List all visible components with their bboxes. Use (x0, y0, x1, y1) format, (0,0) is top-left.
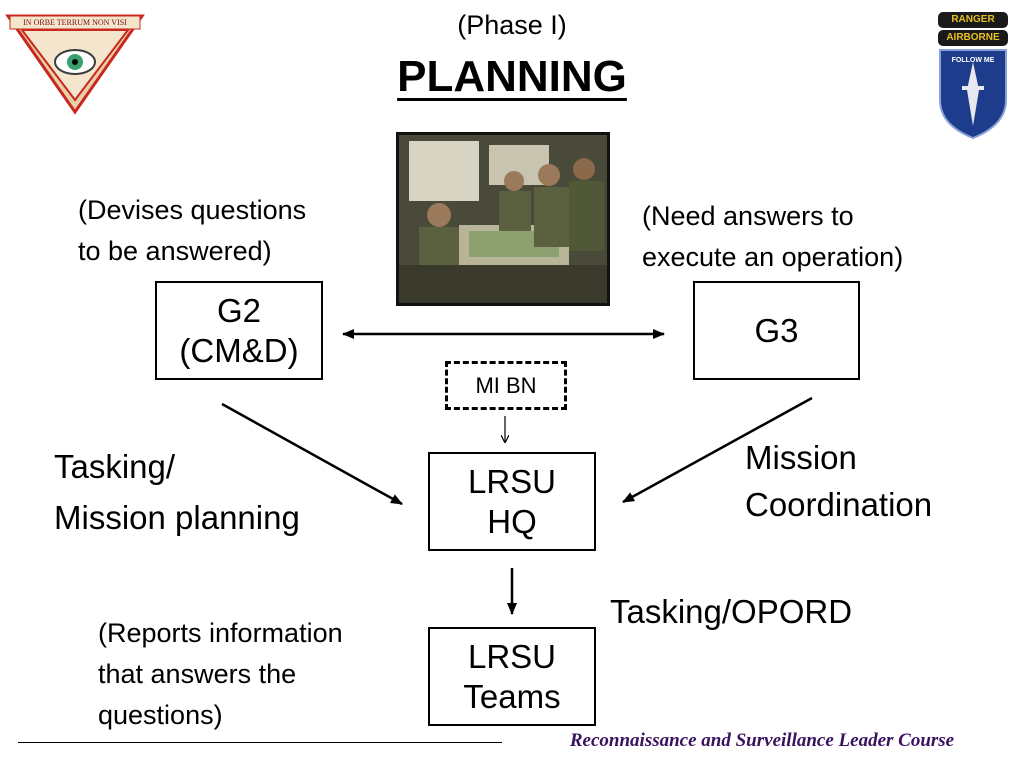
lrsu-hq-node-line-1: LRSU (467, 462, 557, 500)
lrsu-hq-node: LRSU HQ (428, 452, 596, 551)
g2-node-line-2: (CM&D) (179, 331, 299, 369)
lrsu-teams-node: LRSU Teams (428, 627, 596, 726)
left-logo-banner-text: IN ORBE TERRUM NON VISI (23, 18, 127, 27)
eye-triangle-insignia-icon (5, 14, 145, 115)
lrsu-hq-node-line-2: HQ (487, 502, 537, 540)
teams-note-line-2: that answers the (98, 659, 297, 689)
mission-coordination-label: Mission Coordination (745, 434, 1005, 528)
mi-bn-node-line-1: MI BN (475, 372, 537, 398)
follow-me-text: FOLLOW ME (951, 57, 995, 64)
tasking-opord-label: Tasking/OPORD (610, 593, 853, 630)
g2-note: (Devises questions to be answered) (78, 190, 378, 272)
g2-note-line-1: (Devises questions (78, 195, 307, 225)
course-footer: Reconnaissance and Surveillance Leader C… (569, 730, 955, 751)
g2-node-line-1: G2 (216, 291, 262, 329)
g2-note-line-2: to be answered) (78, 236, 272, 266)
lrsu-teams-node-line-2: Teams (463, 677, 561, 715)
soldiers-planning-photo (396, 132, 610, 306)
airborne-tab-text: AIRBORNE (946, 32, 1000, 43)
teams-note-line-1: (Reports information (98, 618, 343, 648)
g3-node-line-1: G3 (754, 311, 799, 349)
right-label-line-1: Mission (745, 439, 857, 476)
left-label-line-1: Tasking/ (54, 448, 176, 485)
right-label-line-2: Coordination (745, 486, 933, 523)
phase-subtitle: (Phase I) (457, 10, 567, 40)
mi-bn-node: MI BN (445, 361, 567, 410)
infantry-shield-insignia-icon (938, 12, 1008, 140)
g3-note-line-2: execute an operation) (642, 242, 904, 272)
footer-rule (18, 742, 502, 743)
teams-note: (Reports information that answers the qu… (98, 613, 418, 736)
g3-note-line-1: (Need answers to (642, 201, 854, 231)
g2-node: G2 (CM&D) (155, 281, 323, 380)
left-label-line-2: Mission planning (54, 499, 300, 536)
g3-node: G3 (693, 281, 860, 380)
tasking-mission-planning-label: Tasking/ Mission planning (54, 441, 374, 543)
g3-note: (Need answers to execute an operation) (642, 196, 982, 278)
page-title: PLANNING (397, 52, 627, 101)
teams-note-line-3: questions) (98, 700, 223, 730)
lrsu-teams-node-line-1: LRSU (467, 637, 557, 675)
ranger-tab-text: RANGER (951, 14, 995, 25)
